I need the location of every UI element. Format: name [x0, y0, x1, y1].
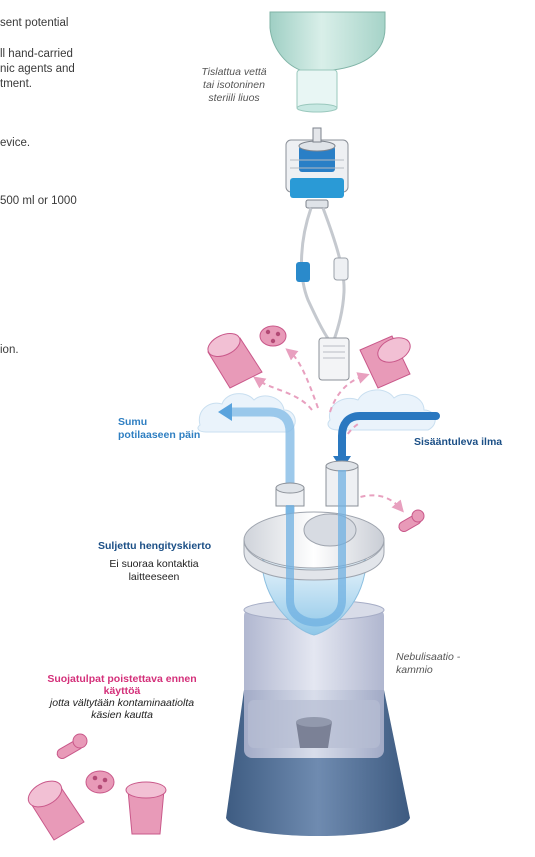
plug-right [398, 509, 425, 532]
cap-lower-small [85, 770, 115, 794]
cap-lower-right [125, 781, 167, 835]
mist-label-line1: Sumu [118, 416, 148, 428]
chamber-label-line1: Nebulisaatio - [396, 651, 461, 663]
tubing [300, 207, 346, 341]
tube-clamp-white [333, 257, 349, 281]
mist-arrow-head [218, 403, 232, 421]
tube-connector [318, 337, 350, 381]
side-text-line6: 500 ml or 1000 [0, 195, 77, 207]
cap-upper-right [359, 335, 411, 389]
caps-note-line1: jotta vältytään kontaminaatiolta [49, 697, 195, 709]
side-text-line4: tment. [0, 78, 32, 90]
cap-upper-left [207, 333, 263, 389]
internal-flow-path [286, 470, 346, 627]
mist-flow-arrow [223, 407, 295, 605]
mist-outlet-port [275, 482, 305, 507]
chamber-label-line2: kammio [396, 664, 433, 676]
cap-lower-left [27, 780, 85, 841]
caps-note-line2: käsien kautta [91, 709, 153, 721]
water-label-line3: steriili liuos [208, 92, 260, 104]
caps-title-line2: käyttöä [103, 685, 141, 697]
side-text-line5: evice. [0, 137, 31, 149]
closed-circuit-line1: Ei suoraa kontaktia [109, 558, 199, 570]
inlet-air-label: Sisääntuleva ilma [414, 436, 503, 448]
plug-lower [56, 733, 88, 759]
side-text-line2: ll hand-carried [0, 48, 73, 60]
water-bottle [269, 11, 386, 113]
tube-clamp-blue [296, 262, 310, 282]
caps-title-line1: Suojatulpat poistettava ennen [47, 673, 197, 685]
inlet-air-arrow [338, 412, 440, 462]
side-text-line3: nic agents and [0, 63, 75, 75]
spike-connector [285, 127, 349, 209]
water-label-line1: Tislattua vettä [201, 66, 267, 78]
cap-upper-small [259, 325, 287, 347]
side-text-line1: sent potential [0, 17, 69, 29]
closed-circuit-title: Suljettu hengityskierto [98, 540, 212, 552]
water-label-line2: tai isotoninen [203, 79, 265, 91]
mist-label-line2: potilaaseen päin [118, 429, 201, 441]
side-text-line7: ion. [0, 344, 19, 356]
closed-circuit-line2: laitteeseen [128, 571, 180, 583]
